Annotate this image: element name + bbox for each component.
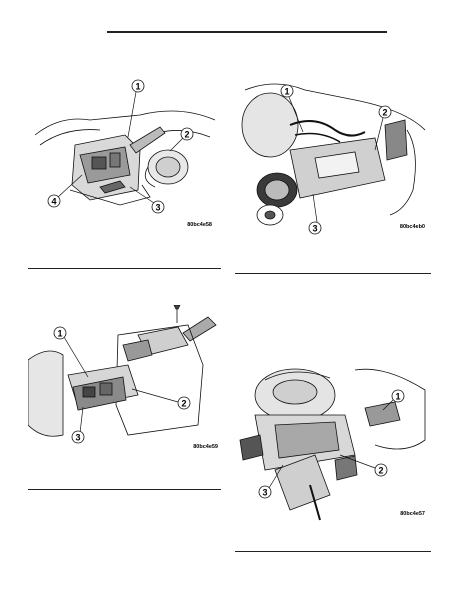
figure-2-illustration: 1 2 3 80bc4eb0	[241, 83, 426, 235]
figure-2-callout-3: 3	[312, 224, 317, 234]
figure-1-rule	[28, 268, 221, 269]
figure-4: 1 2 3 80bc4e57	[235, 360, 430, 525]
figure-2-code: 80bc4eb0	[400, 224, 425, 230]
figure-1-callout-1: 1	[135, 82, 140, 92]
figure-2: 1 2 3 80bc4eb0	[235, 80, 430, 240]
figure-4-illustration: 1 2 3 80bc4e57	[239, 368, 426, 521]
figure-1-callout-3: 3	[155, 203, 160, 213]
figure-4-code: 80bc4e57	[400, 511, 425, 517]
figure-2-callout-2: 2	[382, 108, 387, 118]
figure-1-illustration: 1 2 3 4 80bc4e58	[34, 79, 216, 228]
figure-3-illustration: 1 2 3 80bc4e59	[28, 305, 218, 450]
figure-3-callout-1: 1	[57, 329, 62, 339]
figure-4-callout-3: 3	[262, 488, 267, 498]
figure-1-callout-2: 2	[184, 130, 189, 140]
header-rule	[107, 31, 387, 33]
figure-3-callout-3: 3	[75, 433, 80, 443]
figure-1: 1 2 3 4 80bc4e58	[30, 75, 220, 235]
figure-1-callout-4: 4	[51, 197, 56, 207]
figure-4-callout-1: 1	[395, 392, 400, 402]
figure-3: 1 2 3 80bc4e59	[28, 305, 223, 457]
figure-1-code: 80bc4e58	[187, 222, 212, 228]
figure-3-rule	[28, 489, 221, 490]
figure-2-callout-1: 1	[284, 87, 289, 97]
figure-4-rule	[235, 551, 431, 552]
figure-2-rule	[235, 273, 431, 274]
figure-4-callout-2: 2	[378, 466, 383, 476]
figure-3-code: 80bc4e59	[193, 444, 218, 450]
figure-3-callout-2: 2	[181, 399, 186, 409]
